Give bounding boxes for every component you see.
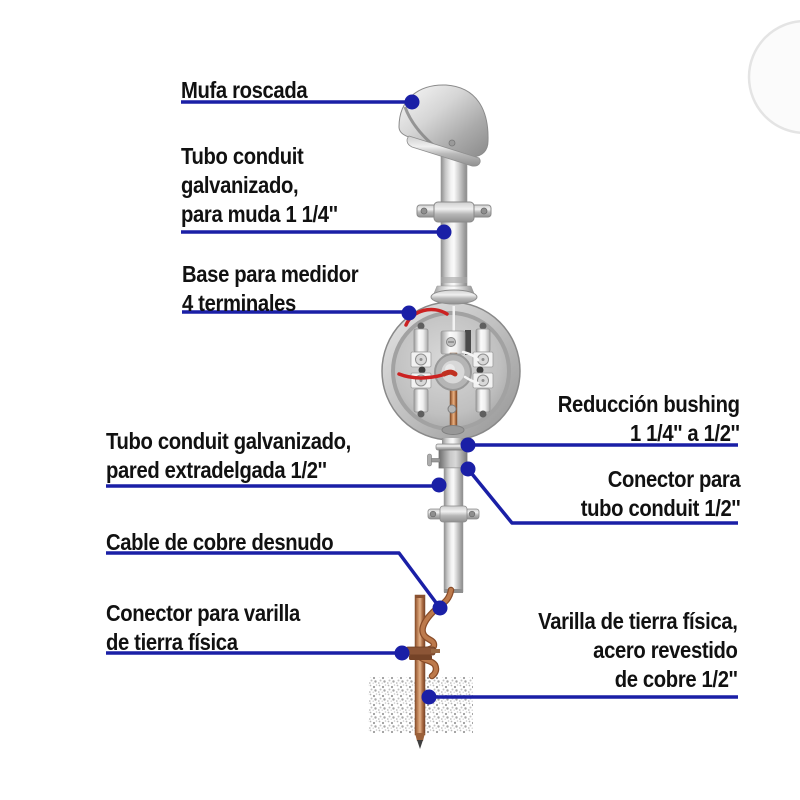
meter-white-wire-lower <box>463 375 480 385</box>
upper-conduit-pipe <box>431 147 477 299</box>
label-line: de cobre 1/2'' <box>615 666 738 692</box>
label-line: Conector para <box>607 466 740 492</box>
meter-slot <box>465 330 471 355</box>
weatherhead-mufa <box>398 84 489 167</box>
label-line: para muda 1 1/4'' <box>181 201 338 227</box>
label-line: Tubo conduit <box>181 143 304 169</box>
lower-conduit-pipe <box>427 467 480 593</box>
label-line: Varilla de tierra física, <box>538 608 739 634</box>
upper-pipe-clamp <box>416 201 492 223</box>
label-line: acero revestido <box>593 637 739 663</box>
label-line: galvanizado, <box>181 172 299 198</box>
leader-dot-base-medidor <box>401 305 417 321</box>
label-line: pared extradelgada 1/2'' <box>106 457 327 483</box>
conduit-connector <box>427 449 468 469</box>
label-line: Conector para varilla <box>106 600 300 626</box>
meter-top-hub-coupling <box>430 289 478 305</box>
label-line: Base para medidor <box>182 261 359 287</box>
meter-white-wire-upper <box>461 350 480 362</box>
label-mufa-roscada: Mufa roscada <box>181 76 308 105</box>
label-conector-varilla: Conector para varilla de tierra física <box>106 599 300 657</box>
label-line: Tubo conduit galvanizado, <box>106 428 351 454</box>
leader-dot-mufa <box>404 94 420 110</box>
carousel-nav-button-partial[interactable] <box>747 19 800 135</box>
label-tubo-conduit-1-14: Tubo conduit galvanizado, para muda 1 1/… <box>181 142 338 229</box>
label-line: 4 terminales <box>182 290 296 316</box>
leader-dot-tubo-114 <box>436 224 452 240</box>
leader-dot-cable <box>432 600 448 616</box>
lower-pipe-clamp <box>439 505 468 523</box>
meter-terminal-right <box>472 322 494 418</box>
mufa-latch-screw <box>448 139 456 147</box>
label-line: de tierra física <box>106 629 238 655</box>
ground-rod-tip <box>417 740 423 749</box>
label-line: Mufa roscada <box>181 77 308 103</box>
label-conector-tubo: Conector para tubo conduit 1/2'' <box>580 465 740 523</box>
leader-dot-reduccion <box>460 437 476 453</box>
label-line: Cable de cobre desnudo <box>106 529 334 555</box>
label-line: Reducción bushing <box>558 391 740 417</box>
label-cable-cobre: Cable de cobre desnudo <box>106 528 334 557</box>
bare-copper-cable <box>416 586 455 680</box>
label-tubo-conduit-1-2: Tubo conduit galvanizado, pared extradel… <box>106 427 351 485</box>
meter-red-wire-top <box>404 307 449 327</box>
leader-conector-tubo <box>466 467 738 525</box>
label-line: 1 1/4'' a 1/2'' <box>630 420 740 446</box>
label-line: tubo conduit 1/2'' <box>580 495 740 521</box>
meter-bottom-bracket <box>441 425 465 435</box>
ground-rod <box>414 594 426 749</box>
leader-dot-conector-tubo <box>460 461 476 477</box>
leader-cable <box>106 551 442 610</box>
ground-rod-clamp <box>405 646 440 660</box>
label-reduccion-bushing: Reducción bushing 1 1/4'' a 1/2'' <box>558 390 740 448</box>
label-base-medidor: Base para medidor 4 terminales <box>182 260 359 318</box>
leader-dot-varilla <box>421 689 437 705</box>
meter-base <box>381 301 521 441</box>
label-varilla-tierra: Varilla de tierra física, acero revestid… <box>538 607 739 694</box>
leader-dot-conector-varilla <box>394 645 410 661</box>
meter-terminal-left <box>410 322 432 418</box>
leader-dot-tubo-12 <box>431 477 447 493</box>
meter-top-wire-white <box>452 306 455 333</box>
